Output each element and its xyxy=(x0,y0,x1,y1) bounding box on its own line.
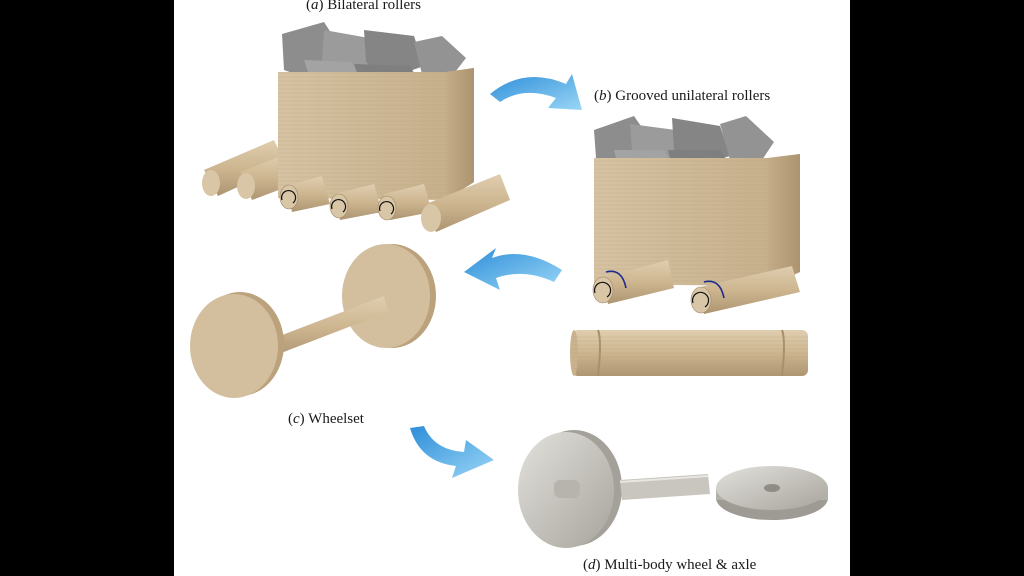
roller xyxy=(202,140,286,196)
multi-body-wheel-axle xyxy=(518,430,828,548)
cart-a xyxy=(202,22,510,232)
roller xyxy=(329,184,382,220)
curved-arrow-icon xyxy=(490,74,582,110)
roller xyxy=(421,174,510,232)
roller xyxy=(279,176,330,212)
rotation-arrow-icon xyxy=(703,280,725,299)
roller xyxy=(377,184,432,221)
curved-arrow-icon xyxy=(410,426,494,478)
rotation-arrow-icon xyxy=(330,198,347,213)
caption-d: (d) Multi-body wheel & axle xyxy=(583,557,757,573)
figure-canvas: (a) Bilateral rollers (b) Grooved unilat… xyxy=(174,0,850,576)
rotation-arrow-icon xyxy=(605,270,627,289)
curved-arrow-icon xyxy=(464,248,562,290)
cart-b xyxy=(592,116,800,314)
caption-b: (b) Grooved unilateral rollers xyxy=(594,88,771,104)
caption-c: (c) Wheelset xyxy=(288,411,364,427)
caption-a: (a) Bilateral rollers xyxy=(306,0,421,13)
figure-illustration xyxy=(190,22,828,548)
roller xyxy=(592,260,674,304)
rotation-arrow-icon xyxy=(280,189,297,204)
rotation-arrow-icon xyxy=(378,200,395,215)
roller xyxy=(690,266,800,314)
wheelset xyxy=(190,244,436,398)
grooved-roller xyxy=(570,329,808,377)
